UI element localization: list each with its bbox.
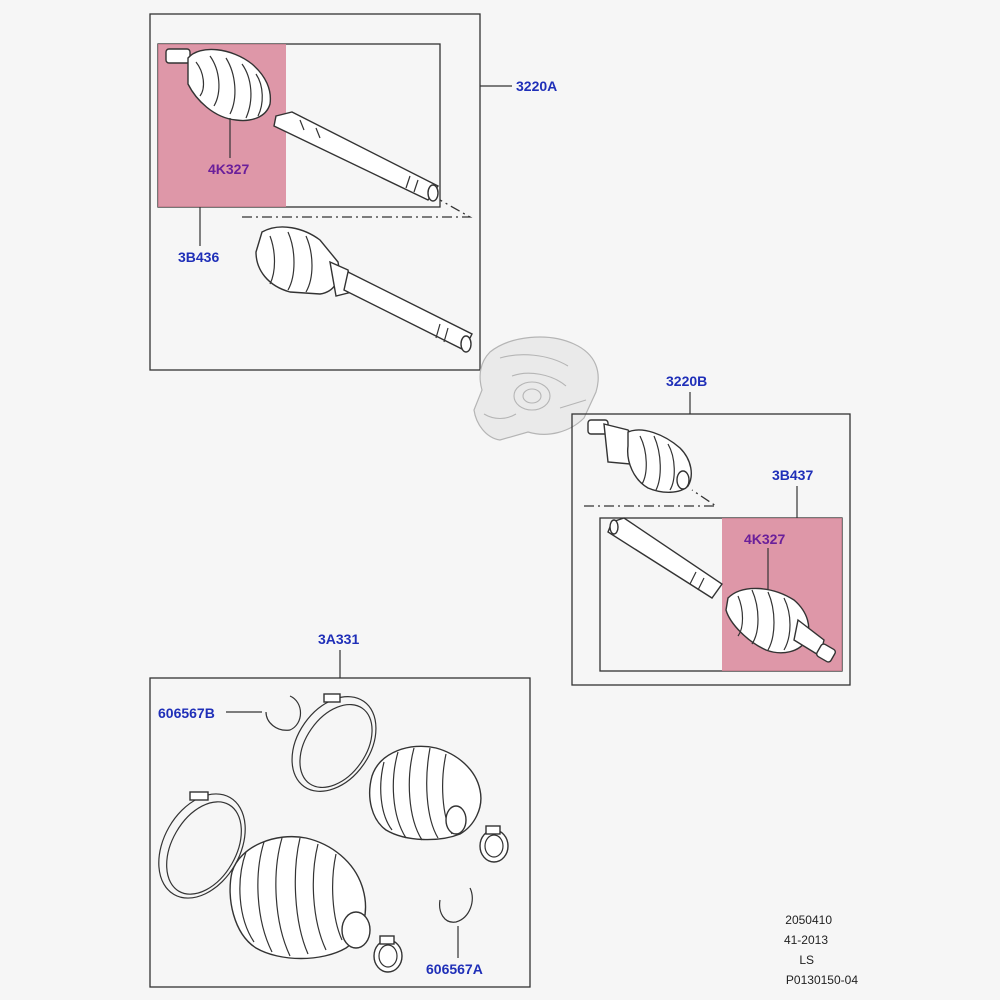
clamp-small-right	[479, 825, 509, 863]
joint-3b436-drawing	[255, 226, 473, 353]
frame-3220a	[149, 13, 481, 371]
kit-3a331: 3A331 606567B	[149, 631, 531, 988]
alignment-line-upper	[242, 199, 473, 218]
callout-3a331[interactable]: 3A331	[318, 631, 359, 647]
clamp-ring-large-lower	[158, 791, 246, 899]
alignment-line-lower	[584, 489, 719, 507]
callout-3b437[interactable]: 3B437	[772, 467, 813, 483]
clamp-ring-large-upper	[291, 693, 377, 792]
shaft-lower-drawing	[607, 517, 723, 599]
reference-line-2: 41-2013	[784, 933, 828, 947]
boot-lower-drawing	[725, 587, 837, 663]
assembly-3220a: 3220A 4K327 3B436	[149, 13, 557, 371]
frame-3220b	[571, 413, 851, 686]
clamp-small-bottom	[373, 935, 403, 973]
callout-3220a[interactable]: 3220A	[516, 78, 557, 94]
differential-housing-ghost	[473, 336, 599, 441]
reference-line-1: 2050410	[785, 913, 832, 927]
assembly-3220b: 3220B 3B437 4K327	[571, 373, 851, 686]
callout-3220b[interactable]: 3220B	[666, 373, 707, 389]
reference-line-4: P0130150-04	[786, 973, 858, 987]
circlip-b-drawing	[265, 695, 302, 731]
reference-block: 2050410 41-2013 LS P0130150-04	[784, 913, 858, 987]
boot-small-drawing	[368, 745, 482, 841]
shaft-upper-drawing	[273, 111, 440, 202]
joint-3b437-drawing	[587, 419, 692, 493]
reference-line-3: LS	[799, 953, 814, 967]
callout-4k327-upper[interactable]: 4K327	[208, 161, 249, 177]
callout-4k327-lower[interactable]: 4K327	[744, 531, 785, 547]
boot-upper-drawing	[165, 48, 272, 122]
callout-3b436[interactable]: 3B436	[178, 249, 219, 265]
boot-large-drawing	[229, 836, 371, 960]
callout-606567b[interactable]: 606567B	[158, 705, 215, 721]
callout-606567a[interactable]: 606567A	[426, 961, 483, 977]
circlip-a-drawing	[439, 887, 473, 923]
